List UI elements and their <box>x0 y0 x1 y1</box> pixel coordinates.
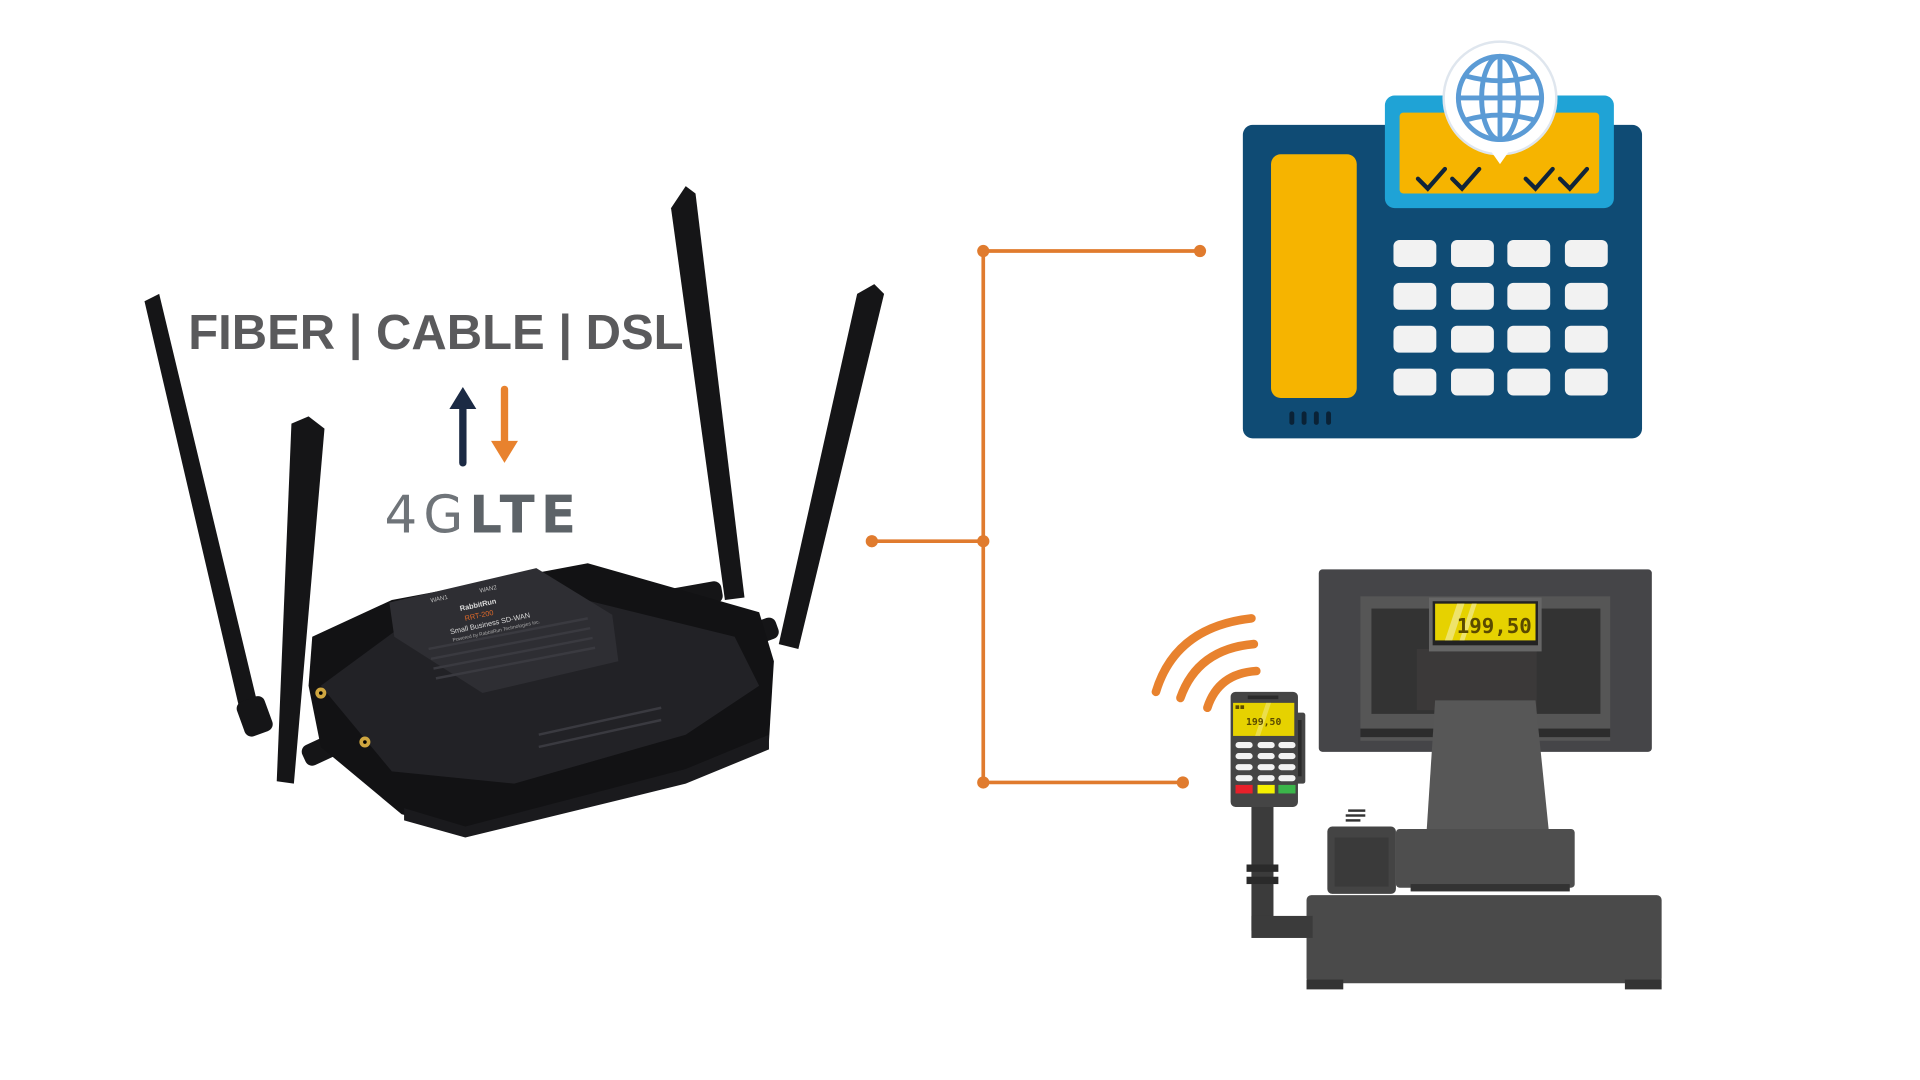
router-antennas <box>144 186 885 784</box>
phone-keypad <box>1393 240 1608 396</box>
receipt-paper-icon <box>1345 809 1366 822</box>
router-port-label-wan2: WAN2 <box>479 584 498 595</box>
router-image: WAN1 WAN2 RabbitRun RRT-200 Small Busine… <box>144 186 885 838</box>
contactless-wave-icon <box>1151 614 1261 713</box>
pos-display-amount: 199,50 <box>1457 614 1532 638</box>
connector-lines <box>865 244 1207 789</box>
phone-speaker <box>1289 411 1332 425</box>
voip-phone-icon <box>1242 40 1643 439</box>
globe-icon <box>1442 40 1558 165</box>
checkmark-icons <box>1415 166 1590 192</box>
upload-arrow-icon <box>449 386 477 467</box>
router-port-label-wan1: WAN1 <box>430 594 449 605</box>
phone-handset <box>1271 154 1357 398</box>
cellular-label-4g: 4G <box>384 486 469 546</box>
pos-terminal-icon: 199,50 199,50 <box>1151 569 1662 990</box>
card-terminal-amount: 199,50 <box>1246 717 1281 728</box>
wired-connectivity-label: FIBER | CABLE | DSL <box>188 306 683 360</box>
cellular-label: 4GLTE <box>384 486 582 546</box>
download-arrow-icon <box>491 385 518 463</box>
cellular-label-lte: LTE <box>469 486 582 546</box>
